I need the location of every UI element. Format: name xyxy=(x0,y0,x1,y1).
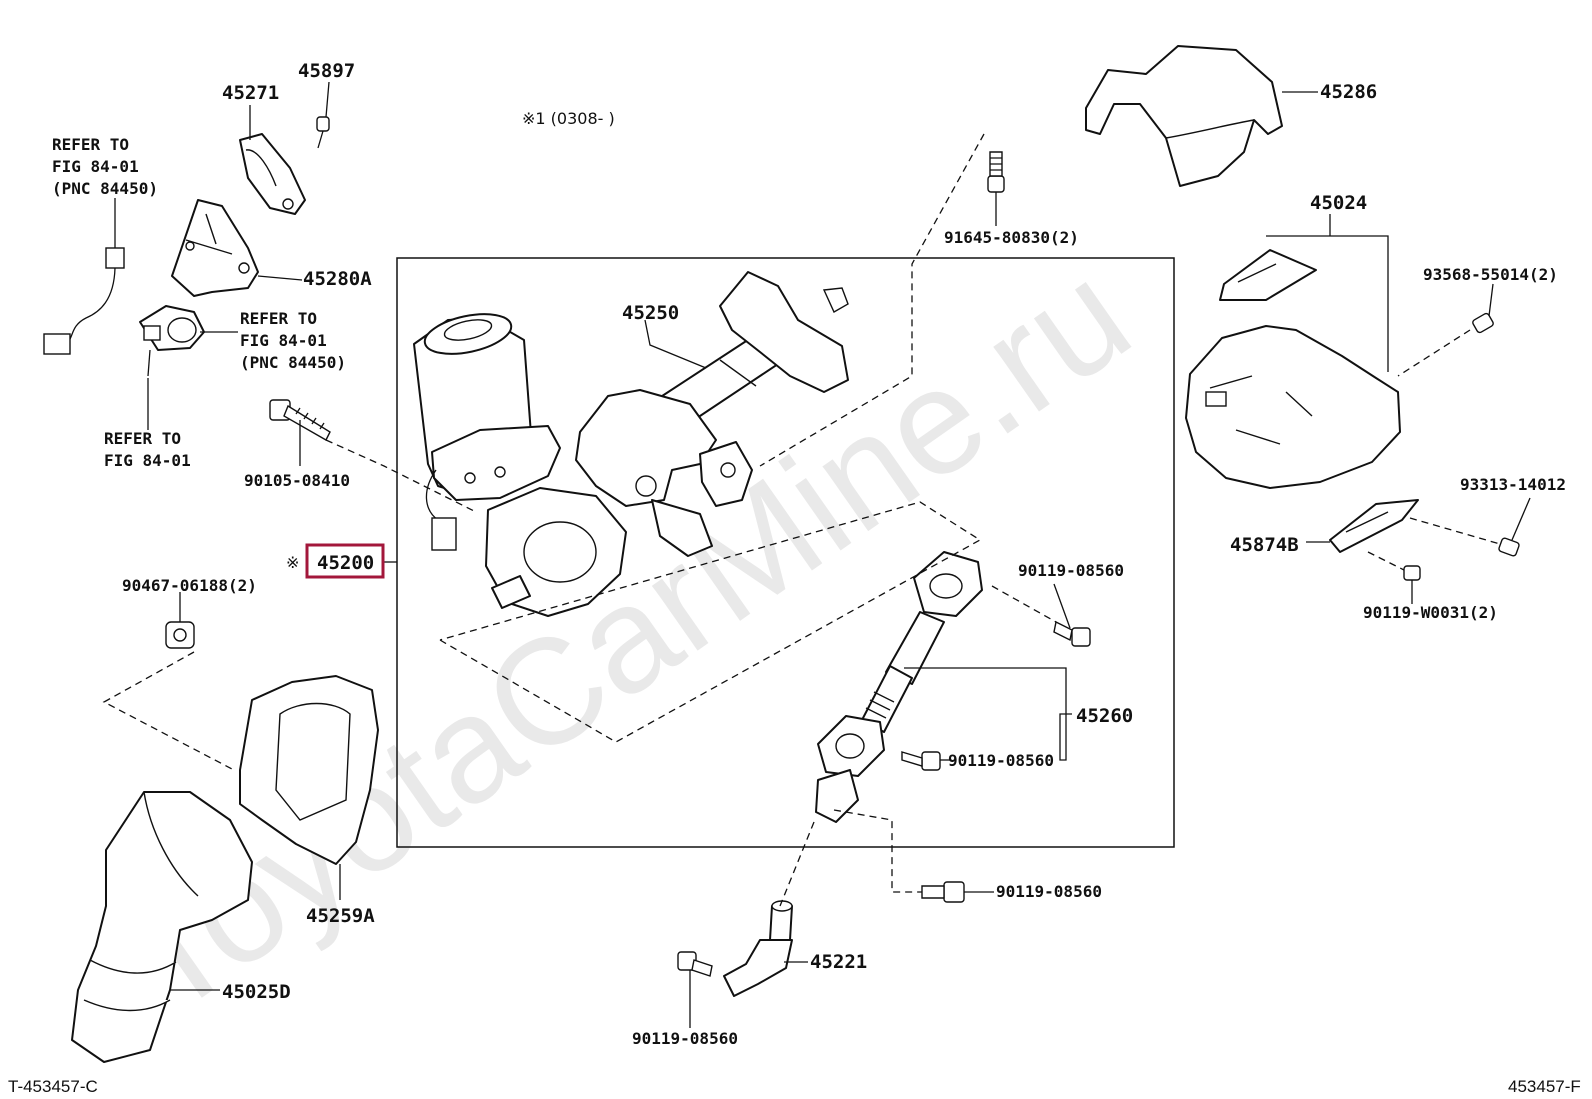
bolt-90119-lower xyxy=(921,881,965,903)
switch-assembly xyxy=(139,305,205,377)
label-90467-06188: 90467-06188(2) xyxy=(122,576,257,595)
label-45200[interactable]: 45200 xyxy=(317,552,374,574)
highlight-45200[interactable] xyxy=(305,543,385,579)
label-93568-55014: 93568-55014(2) xyxy=(1423,265,1558,284)
refer2-line2: FIG 84-01 xyxy=(240,331,327,350)
refer3-line1: REFER TO xyxy=(104,429,181,448)
intermediate-shaft-45260 xyxy=(815,551,983,823)
bolt-90119-mid xyxy=(901,751,941,771)
label-90119-08560-upper: 90119-08560 xyxy=(1018,561,1124,580)
label-45280A: 45280A xyxy=(303,268,372,290)
footer-right-code: 453457-F xyxy=(1508,1077,1581,1096)
upper-cover-45286 xyxy=(1085,45,1283,187)
label-45286: 45286 xyxy=(1320,81,1377,103)
yoke-45221 xyxy=(723,900,793,997)
label-45221: 45221 xyxy=(810,951,867,973)
label-90105-08410: 90105-08410 xyxy=(244,471,350,490)
label-93313-14012: 93313-14012 xyxy=(1460,475,1566,494)
refer1-line3: (PNC 84450) xyxy=(52,179,158,198)
callout-labels: 45897 45271 45280A 45250 45286 45024 916… xyxy=(52,60,1566,1048)
clamp-45271 xyxy=(239,133,306,215)
clip-nut-90467 xyxy=(165,621,195,649)
footer-left-code: T-453457-C xyxy=(8,1077,98,1096)
label-90119-08560-lower: 90119-08560 xyxy=(996,882,1102,901)
label-45260: 45260 xyxy=(1076,705,1133,727)
refer1-line2: FIG 84-01 xyxy=(52,157,139,176)
assembly-box xyxy=(396,257,1175,848)
clip-93313 xyxy=(1498,537,1520,557)
label-91645-80830: 91645-80830(2) xyxy=(944,228,1079,247)
screw-90119-W0031 xyxy=(1403,565,1421,581)
screw-45897 xyxy=(316,116,330,149)
label-45250: 45250 xyxy=(622,302,679,324)
leader-lines xyxy=(102,81,1531,1028)
label-90119-W0031: 90119-W0031(2) xyxy=(1363,603,1498,622)
label-90119-08560-bottom: 90119-08560 xyxy=(632,1029,738,1048)
bolt-91645 xyxy=(987,151,1005,193)
screw-93568 xyxy=(1472,312,1494,334)
bolt-90119-bottom xyxy=(677,951,713,977)
refer1-line1: REFER TO xyxy=(52,135,129,154)
label-90119-08560-mid: 90119-08560 xyxy=(948,751,1054,770)
lower-cover-45024 xyxy=(1185,325,1401,489)
label-45271: 45271 xyxy=(222,82,279,104)
label-45025D: 45025D xyxy=(222,981,291,1003)
refer2-line1: REFER TO xyxy=(240,309,317,328)
plate-45874B xyxy=(1329,499,1419,553)
column-assembly-45250 xyxy=(413,271,849,617)
boot-45259A xyxy=(239,675,379,865)
pad-45024 xyxy=(1219,249,1317,301)
boot-45025D xyxy=(71,791,253,1063)
label-45259A: 45259A xyxy=(306,905,375,927)
date-note: ※1 (0308- ) xyxy=(522,109,615,128)
label-45024: 45024 xyxy=(1310,192,1367,214)
label-45200-prefix: ※ xyxy=(286,553,299,572)
refer2-line3: (PNC 84450) xyxy=(240,353,346,372)
bolt-90119-upper xyxy=(1053,620,1091,647)
bracket-45280A xyxy=(171,199,259,297)
refer3-line2: FIG 84-01 xyxy=(104,451,191,470)
connector-wire xyxy=(43,247,125,355)
label-45874B: 45874B xyxy=(1230,534,1299,556)
label-45897: 45897 xyxy=(298,60,355,82)
